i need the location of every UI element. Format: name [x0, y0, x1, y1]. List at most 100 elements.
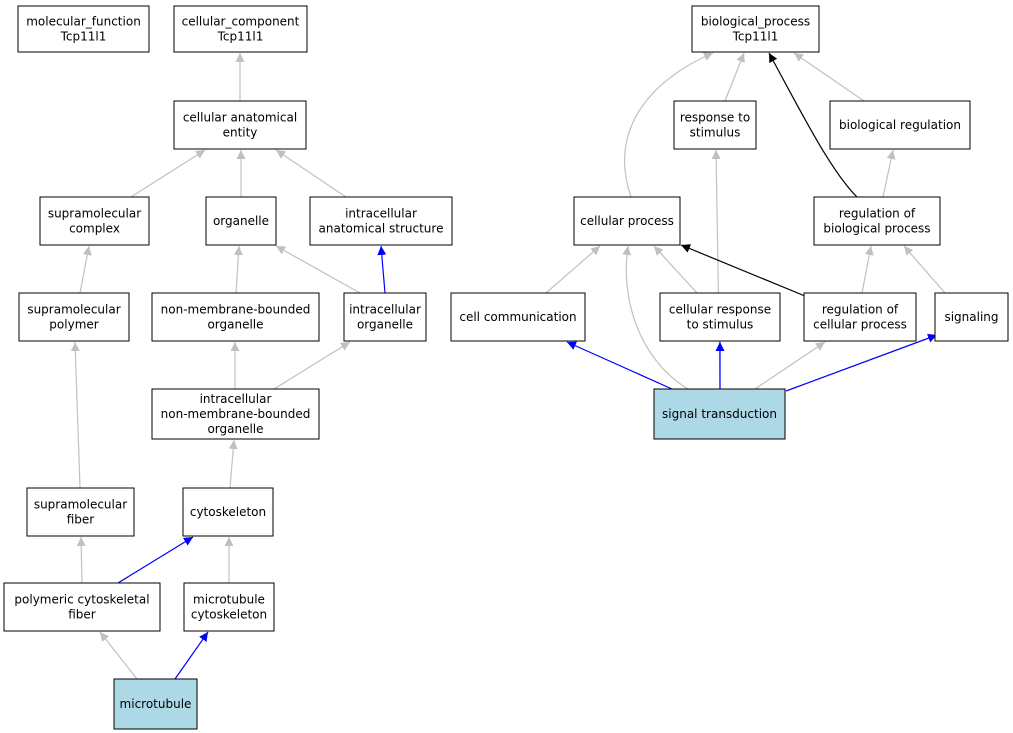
- node-label: organelle: [207, 422, 263, 436]
- node-label: cellular process: [580, 214, 674, 228]
- node-label: Tcp11l1: [60, 30, 107, 44]
- node-box: [343, 292, 427, 342]
- edge-supramolecular-complex-to-cellular-anatomical-entity: [130, 149, 206, 198]
- edge-line: [785, 333, 938, 392]
- node-label: entity: [223, 126, 258, 140]
- node-box: [829, 100, 971, 150]
- node-biological-regulation: biological regulation: [829, 100, 971, 150]
- edge-line: [228, 439, 238, 489]
- node-label: regulation of: [822, 303, 899, 317]
- node-label: supramolecular: [27, 303, 120, 317]
- node-cytoskeleton: cytoskeleton: [182, 487, 274, 537]
- edge-line: [861, 245, 874, 294]
- edge-signal-transduction-to-regulation-of-cellular-process: [754, 341, 826, 390]
- node-label: organelle: [207, 318, 263, 332]
- node-signaling: signaling: [934, 292, 1009, 342]
- node-label: cellular process: [813, 318, 907, 332]
- edge-regulation-of-biological-process-to-biological-process: [768, 52, 858, 198]
- edge-regulation-of-biological-process-to-biological-regulation: [882, 149, 896, 198]
- edge-intracellular-anatomical-structure-to-cellular-anatomical-entity: [275, 149, 347, 198]
- node-label: fiber: [67, 513, 95, 527]
- edge-line: [130, 149, 206, 198]
- node-label: intracellular: [345, 207, 417, 221]
- node-box: [659, 292, 781, 342]
- edge-signal-transduction-to-signaling: [785, 333, 938, 392]
- node-label: intracellular: [349, 303, 421, 317]
- edge-line: [793, 52, 865, 102]
- edge-line: [680, 244, 806, 297]
- edge-microtubule-to-microtubule-cytoskeleton: [174, 631, 209, 680]
- node-label: cytoskeleton: [190, 505, 266, 519]
- edge-regulation-of-cellular-process-to-regulation-of-biological-process: [861, 245, 874, 294]
- node-box: [653, 388, 786, 440]
- node-label: cellular anatomical: [183, 111, 297, 125]
- node-label: stimulus: [690, 126, 741, 140]
- node-box: [205, 196, 277, 246]
- edge-line: [724, 52, 745, 102]
- node-label: molecular_function: [26, 15, 141, 29]
- node-label: supramolecular: [48, 207, 141, 221]
- node-label: non-membrane-bounded: [161, 407, 311, 421]
- node-label: organelle: [357, 318, 413, 332]
- node-box: [173, 5, 308, 53]
- edge-line: [754, 341, 826, 390]
- node-label: intracellular: [200, 392, 272, 406]
- edge-line: [76, 536, 86, 584]
- edges-layer: [70, 52, 946, 680]
- edge-line: [233, 245, 243, 294]
- node-label: organelle: [213, 214, 269, 228]
- node-label: signal transduction: [662, 407, 777, 421]
- node-box: [113, 678, 198, 730]
- node-label: to stimulus: [687, 318, 754, 332]
- node-box: [803, 292, 917, 342]
- edge-line: [882, 149, 896, 198]
- node-label: response to: [680, 111, 750, 125]
- node-box: [151, 292, 320, 342]
- edge-regulation-of-cellular-process-to-cellular-process: [680, 244, 806, 297]
- node-box: [17, 5, 150, 53]
- edge-signal-transduction-to-cellular-process: [622, 245, 689, 390]
- edge-cell-communication-to-cellular-process: [545, 245, 601, 294]
- edge-line: [273, 341, 351, 390]
- node-box: [18, 292, 130, 342]
- node-box: [673, 100, 757, 150]
- node-label: polymeric cytoskeletal: [14, 593, 149, 607]
- edge-polymeric-cytoskeletal-fiber-to-supramolecular-fiber: [76, 536, 86, 584]
- node-box: [573, 196, 681, 246]
- edge-line: [653, 245, 698, 294]
- node-label: biological_process: [701, 15, 810, 29]
- node-label: microtubule: [193, 593, 265, 607]
- node-box: [450, 292, 586, 342]
- node-label: cytoskeleton: [191, 608, 267, 622]
- node-label: fiber: [68, 608, 96, 622]
- node-label: cell communication: [459, 310, 576, 324]
- edge-line: [99, 631, 138, 680]
- edge-line: [624, 52, 714, 198]
- edge-polymeric-cytoskeletal-fiber-to-cytoskeleton: [117, 536, 194, 584]
- edge-line: [70, 341, 81, 489]
- node-label: microtubule: [120, 697, 192, 711]
- node-label: biological process: [823, 222, 930, 236]
- node-box: [3, 582, 161, 632]
- node-microtubule: microtubule: [113, 678, 198, 730]
- edge-line: [174, 631, 209, 680]
- node-cellular-process: cellular process: [573, 196, 681, 246]
- edge-cellular-response-to-stimulus-to-cellular-process: [653, 245, 698, 294]
- edge-line: [545, 245, 601, 294]
- node-organelle: organelle: [205, 196, 277, 246]
- node-intracellular-non-membrane-bounded-organelle: intracellularnon-membrane-boundedorganel…: [151, 388, 320, 440]
